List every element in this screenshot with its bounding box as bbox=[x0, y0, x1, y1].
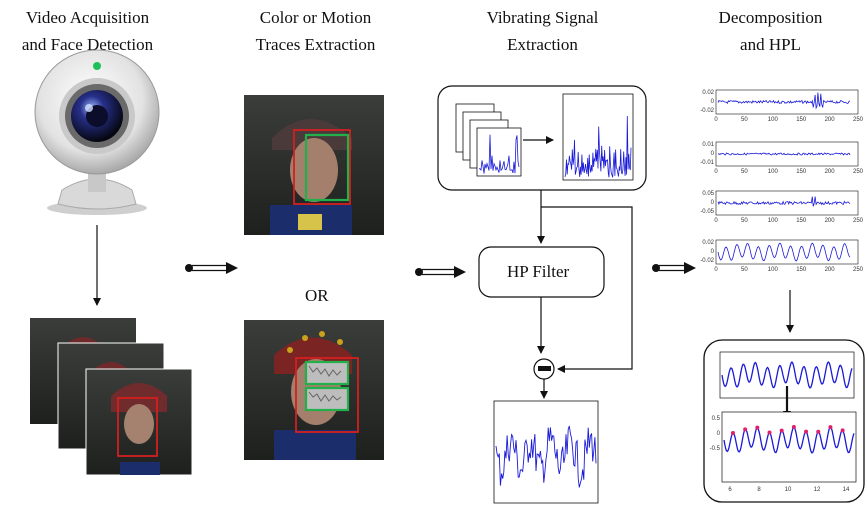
tick-label: 0 bbox=[714, 117, 718, 123]
hpl-bottom-plot: 6 8 10 12 14 0.5 0 -0.5 bbox=[710, 411, 857, 493]
roi-box bbox=[304, 386, 350, 412]
tick-label: 250 bbox=[853, 267, 864, 273]
filtered-signal-plot bbox=[493, 400, 599, 504]
tick-label: 250 bbox=[853, 169, 864, 175]
peak-marker bbox=[804, 429, 809, 434]
peak-marker bbox=[767, 430, 772, 435]
tick-label: 250 bbox=[853, 218, 864, 224]
hp-filter-label: HP Filter bbox=[507, 262, 570, 281]
minus-icon bbox=[538, 366, 551, 371]
header-traces-extraction: Color or Motion Traces Extraction bbox=[228, 4, 403, 58]
tick-label: 200 bbox=[825, 218, 836, 224]
tick-label: 8 bbox=[757, 487, 761, 493]
header-line: and Face Detection bbox=[21, 35, 154, 54]
tick-label: 50 bbox=[741, 218, 748, 224]
flow-arrow bbox=[415, 266, 466, 278]
tick-label: 12 bbox=[814, 487, 821, 493]
tick-label: 150 bbox=[796, 218, 807, 224]
tick-label: 6 bbox=[728, 487, 732, 493]
face-box bbox=[293, 129, 351, 205]
tick-label: -0.02 bbox=[700, 108, 714, 114]
tick-label: 0.01 bbox=[702, 142, 714, 148]
frame-image bbox=[85, 368, 193, 476]
header-line: Traces Extraction bbox=[255, 35, 376, 54]
frame-stack bbox=[30, 318, 193, 476]
peak-marker bbox=[840, 428, 845, 433]
webcam-icon bbox=[34, 49, 160, 215]
hpl-top-plot bbox=[719, 351, 855, 399]
peak-marker bbox=[730, 431, 735, 436]
motion-traces-frame bbox=[244, 320, 384, 460]
tick-label: 150 bbox=[796, 169, 807, 175]
tick-label: 150 bbox=[796, 117, 807, 123]
header-line: Vibrating Signal bbox=[486, 8, 599, 27]
tick-label: 100 bbox=[768, 267, 779, 273]
header-line: Decomposition bbox=[718, 8, 823, 27]
tick-label: -0.05 bbox=[700, 209, 714, 215]
tick-label: 14 bbox=[843, 487, 850, 493]
face-box bbox=[117, 397, 158, 457]
tick-label: 0 bbox=[714, 169, 718, 175]
tick-label: 0 bbox=[711, 151, 715, 157]
or-label: OR bbox=[305, 286, 329, 305]
tick-label: 250 bbox=[853, 117, 864, 123]
tick-label: 100 bbox=[768, 218, 779, 224]
tick-label: 150 bbox=[796, 267, 807, 273]
tick-label: 0 bbox=[711, 200, 715, 206]
peak-marker bbox=[791, 425, 796, 430]
tick-label: 10 bbox=[785, 487, 792, 493]
extracted-signal-plot bbox=[562, 93, 634, 181]
peak-marker bbox=[816, 429, 821, 434]
color-traces-frame bbox=[244, 95, 384, 235]
peak-marker bbox=[743, 427, 748, 432]
tick-label: 0.02 bbox=[702, 240, 714, 246]
tick-label: 0 bbox=[711, 249, 715, 255]
peak-marker bbox=[755, 425, 760, 430]
roi-box bbox=[304, 133, 350, 202]
header-video-acquisition: Video Acquisition and Face Detection bbox=[0, 4, 175, 58]
tick-label: 0 bbox=[711, 99, 715, 105]
tick-label: 200 bbox=[825, 169, 836, 175]
header-line: Extraction bbox=[507, 35, 578, 54]
tick-label: 50 bbox=[741, 267, 748, 273]
face-box bbox=[295, 357, 359, 433]
tick-label: 50 bbox=[741, 169, 748, 175]
peak-marker bbox=[828, 425, 833, 430]
tick-label: 100 bbox=[768, 117, 779, 123]
tick-label: 200 bbox=[825, 267, 836, 273]
peak-marker bbox=[779, 428, 784, 433]
tick-label: 0.05 bbox=[702, 191, 714, 197]
tick-label: 0 bbox=[714, 267, 718, 273]
header-vibrating-signal: Vibrating Signal Extraction bbox=[455, 4, 630, 58]
header-line: and HPL bbox=[740, 35, 801, 54]
trace-stack bbox=[455, 103, 522, 177]
flow-arrow bbox=[185, 262, 238, 274]
header-line: Video Acquisition bbox=[25, 8, 150, 27]
tick-label: 200 bbox=[825, 117, 836, 123]
tick-label: -0.01 bbox=[700, 160, 714, 166]
tick-label: 0.02 bbox=[702, 90, 714, 96]
header-line: Color or Motion bbox=[259, 8, 372, 27]
tick-label: 0.5 bbox=[712, 416, 721, 422]
tick-label: -0.5 bbox=[710, 446, 721, 452]
flow-arrow bbox=[652, 262, 696, 274]
tick-label: 50 bbox=[741, 117, 748, 123]
tick-label: 0 bbox=[714, 218, 718, 224]
tick-label: 100 bbox=[768, 169, 779, 175]
header-decomposition-hpl: Decomposition and HPL bbox=[683, 4, 858, 58]
tick-label: -0.02 bbox=[700, 258, 714, 264]
tick-label: 0 bbox=[717, 431, 721, 437]
